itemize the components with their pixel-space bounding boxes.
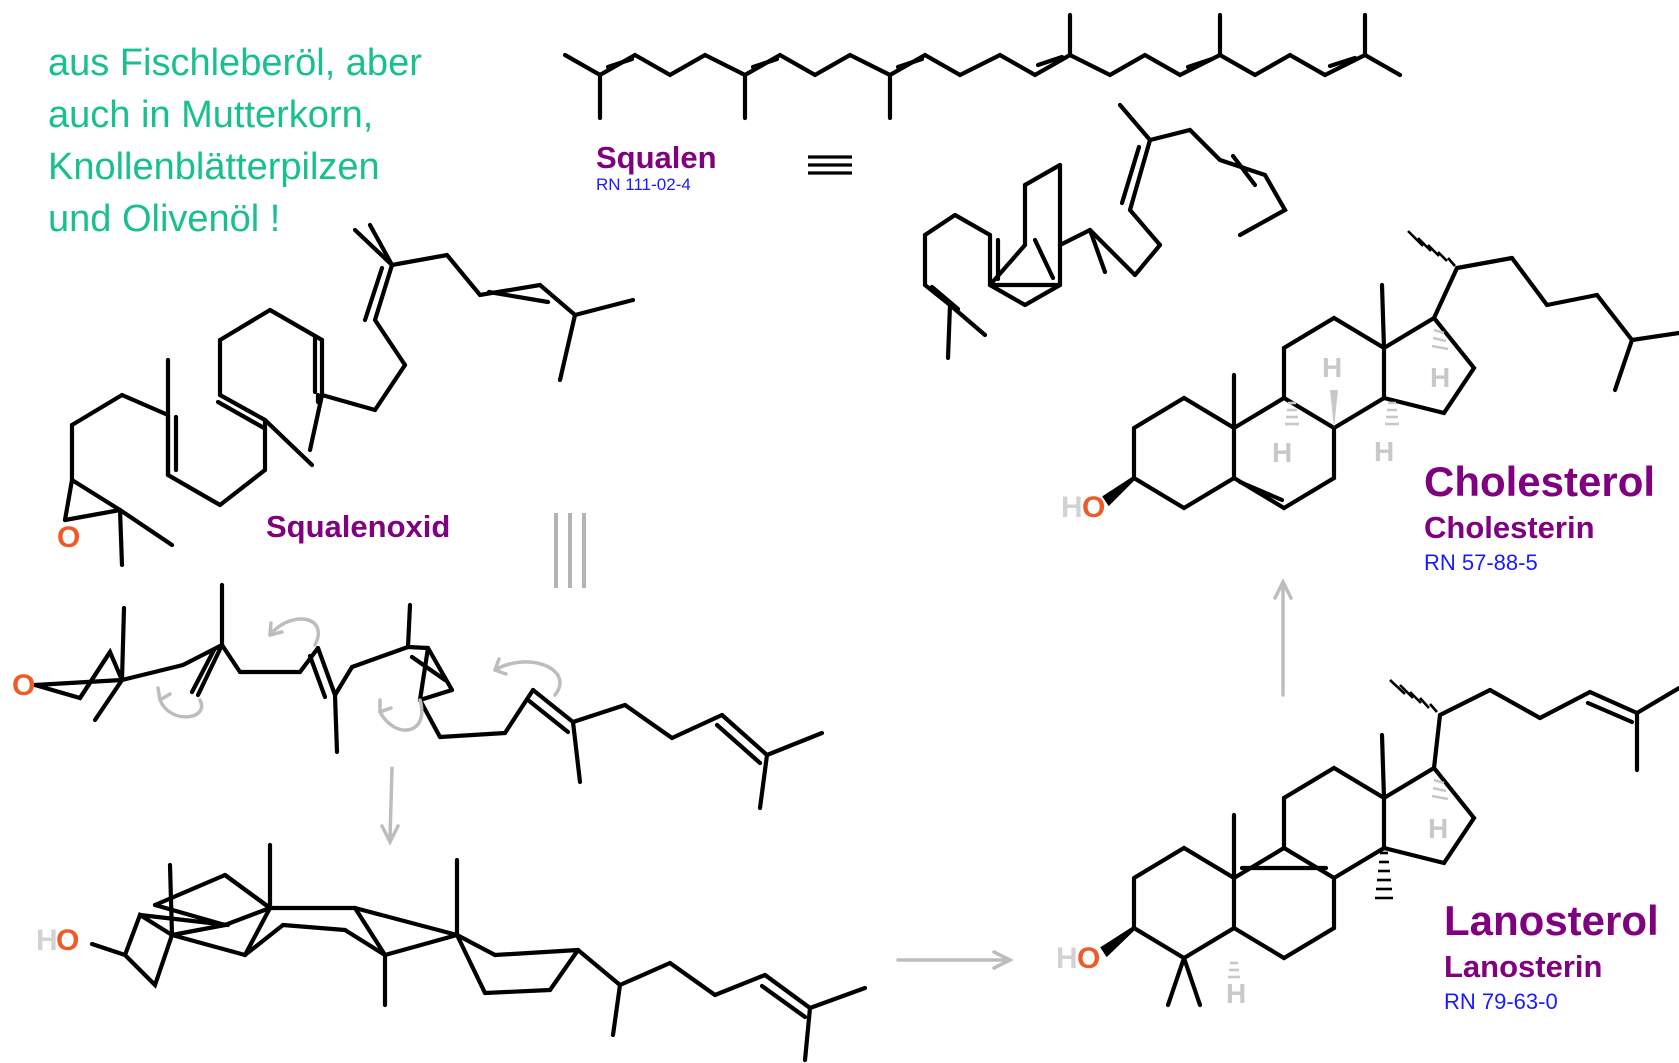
squalenoxid-chair-structure <box>32 582 825 811</box>
hydrogen-atom: H <box>1226 978 1246 1009</box>
hydrogen-atom: H <box>1428 813 1448 844</box>
note-line: Knollenblätterpilzen <box>48 146 380 188</box>
squalen-name: Squalen <box>596 140 717 175</box>
reaction-arrow-right <box>896 950 1014 970</box>
lanosterol-name: Lanosterol <box>1444 897 1659 944</box>
lanosterol-alt-name: Lanosterin <box>1444 949 1602 984</box>
oxygen-atom: O <box>1082 491 1105 524</box>
lanosterol-rn: RN 79-63-0 <box>1444 989 1558 1014</box>
hydrogen-atom: H <box>1056 942 1078 975</box>
squalenoxid-name: Squalenoxid <box>266 509 450 544</box>
cholesterol-rn: RN 57-88-5 <box>1424 550 1538 575</box>
cholesterol-structure <box>1102 230 1679 511</box>
hydrogen-atom: H <box>1430 362 1450 393</box>
equivalence-sign-vertical <box>554 513 586 588</box>
note-line: auch in Mutterkorn, <box>48 94 373 136</box>
reaction-arrow-up <box>1273 578 1293 697</box>
hydrogen-atom: H <box>1272 437 1292 468</box>
oxygen-atom: O <box>56 924 79 957</box>
equivalence-sign <box>808 155 852 175</box>
note-text: aus Fischleberöl, aber auch in Mutterkor… <box>48 42 422 240</box>
cyclized-intermediate-structure <box>89 842 868 1063</box>
reaction-arrow-down <box>380 766 400 846</box>
oxygen-atom: O <box>1077 942 1100 975</box>
squalen-folded-structure <box>922 102 1288 361</box>
hydrogen-atom: H <box>1374 436 1394 467</box>
hydrogen-atom: H <box>1322 352 1342 383</box>
hydrogen-atom: H <box>36 924 58 957</box>
lanosterol-structure <box>1100 679 1679 1008</box>
electron-flow-arrows <box>156 617 562 732</box>
squalenoxid-structure <box>62 222 636 568</box>
cholesterol-name: Cholesterol <box>1424 458 1655 505</box>
note-line: und Olivenöl ! <box>48 198 280 240</box>
cholesterol-alt-name: Cholesterin <box>1424 510 1595 545</box>
oxygen-atom: O <box>12 669 35 702</box>
hydrogen-atom: H <box>1061 491 1083 524</box>
squalen-rn: RN 111-02-4 <box>596 175 691 194</box>
note-line: aus Fischleberöl, aber <box>48 42 422 84</box>
oxygen-atom: O <box>57 521 80 554</box>
squalen-structure <box>562 12 1403 121</box>
